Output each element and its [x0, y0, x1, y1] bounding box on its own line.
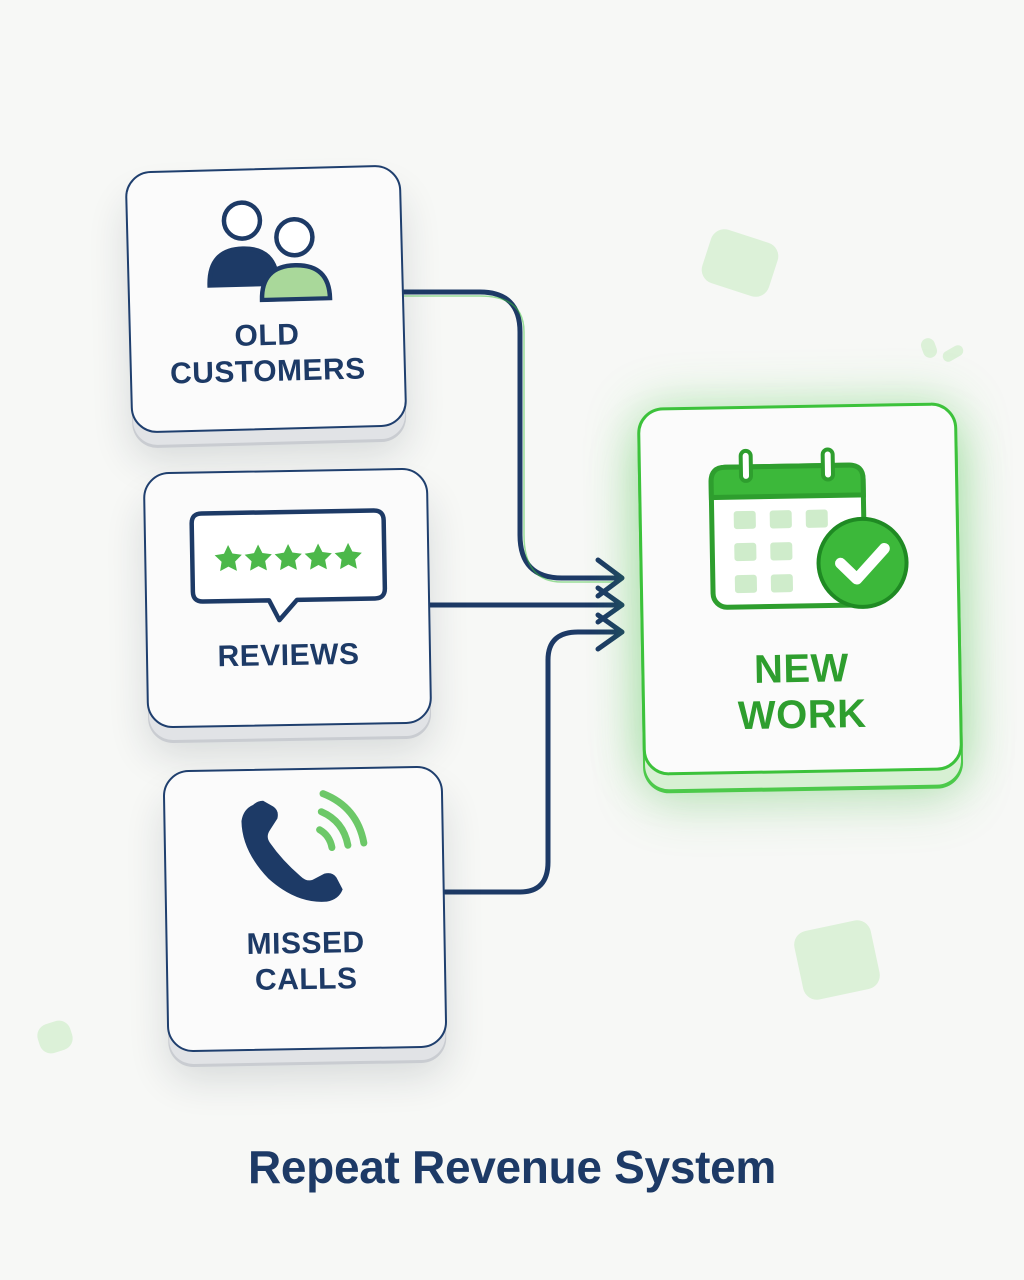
connector-old-customers [401, 289, 621, 581]
arrowhead [595, 585, 625, 625]
old-customers-card: OLD CUSTOMERS [124, 164, 408, 434]
arrowhead [595, 612, 625, 652]
new-work-label: NEW WORK [737, 646, 867, 739]
new-work-card: NEW WORK [636, 402, 964, 776]
reviews-label: REVIEWS [217, 637, 360, 674]
people-icon [207, 200, 333, 303]
missed-calls-card: MISSED CALLS [162, 765, 448, 1053]
calendar-check-icon [708, 447, 909, 610]
diagram-title: Repeat Revenue System [247, 1141, 777, 1193]
phone-icon [241, 790, 368, 902]
review-stars-icon [189, 508, 388, 623]
reviews-card: REVIEWS [142, 467, 433, 729]
connector-missed-calls [442, 629, 621, 895]
old-customers-label: OLD CUSTOMERS [169, 318, 367, 391]
missed-calls-label: MISSED CALLS [246, 925, 365, 997]
arrowhead [595, 557, 625, 599]
